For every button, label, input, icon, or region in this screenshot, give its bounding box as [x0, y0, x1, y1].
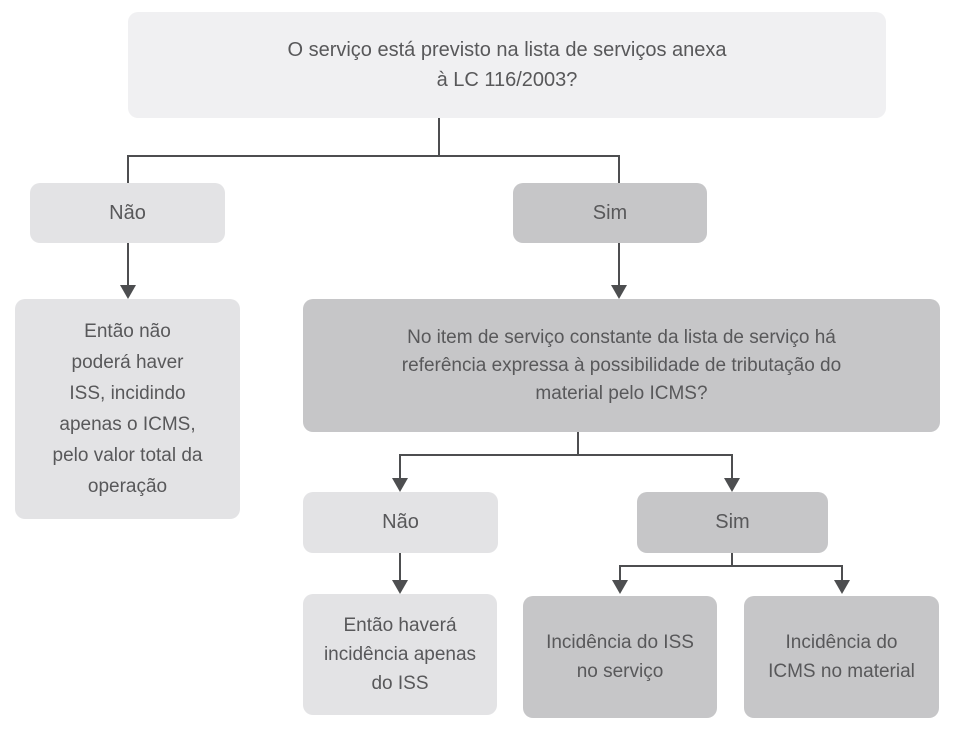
connector-q1-stem: [438, 118, 440, 157]
arrow-down-icon: [834, 580, 850, 594]
connector-drop-no2: [399, 454, 401, 480]
connector-drop-result-iss: [619, 565, 621, 582]
connector-no1-result: [127, 243, 129, 287]
node-result-icms-total: Então não poderá haver ISS, incidindo ap…: [15, 299, 240, 519]
node-result-iss-servico: Incidência do ISS no serviço: [523, 596, 717, 718]
arrow-down-icon: [392, 478, 408, 492]
connector-sim2-stem: [731, 553, 733, 567]
connector-drop-sim1: [618, 155, 620, 183]
node-question-lc116: O serviço está previsto na lista de serv…: [128, 12, 886, 118]
connector-drop-sim2: [731, 454, 733, 480]
connector-no2-result: [399, 553, 401, 582]
node-answer-sim-2: Sim: [637, 492, 828, 553]
connector-drop-no1: [127, 155, 129, 183]
arrow-down-icon: [612, 580, 628, 594]
arrow-down-icon: [120, 285, 136, 299]
arrow-down-icon: [611, 285, 627, 299]
connector-q1-branch-bar: [128, 155, 620, 157]
connector-q2-branch-bar: [399, 454, 733, 456]
node-result-icms-material: Incidência do ICMS no material: [744, 596, 939, 718]
node-question-material-icms: No item de serviço constante da lista de…: [303, 299, 940, 432]
connector-sim2-branch-bar: [619, 565, 843, 567]
arrow-down-icon: [392, 580, 408, 594]
arrow-down-icon: [724, 478, 740, 492]
node-result-iss-only: Então haverá incidência apenas do ISS: [303, 594, 497, 715]
connector-q2-stem: [577, 432, 579, 456]
node-answer-nao-2: Não: [303, 492, 498, 553]
connector-drop-result-icms: [841, 565, 843, 582]
node-answer-sim-1: Sim: [513, 183, 707, 243]
node-answer-nao-1: Não: [30, 183, 225, 243]
connector-sim1-q2: [618, 243, 620, 287]
